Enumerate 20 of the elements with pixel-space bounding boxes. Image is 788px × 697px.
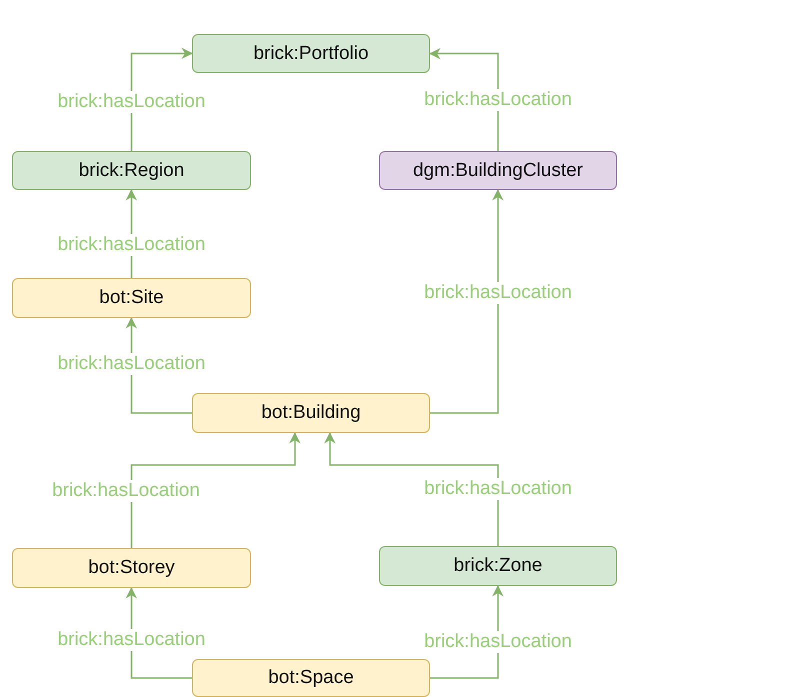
edge-label: brick:hasLocation: [56, 353, 206, 375]
edge-label: brick:hasLocation: [56, 91, 206, 113]
edge-label: brick:hasLocation: [423, 89, 573, 111]
class-box: brick:Portfolio: [192, 34, 430, 73]
edge-label: brick:hasLocation: [423, 282, 573, 304]
edge-label: brick:hasLocation: [51, 480, 201, 502]
edge-label: brick:hasLocation: [56, 234, 206, 256]
class-box: brick:Zone: [379, 546, 617, 586]
arrow: [130, 432, 301, 548]
class-box: bot:Storey: [12, 548, 251, 588]
edge-label: brick:hasLocation: [423, 478, 573, 500]
class-box: dgm:BuildingCluster: [379, 151, 617, 190]
arrow: [430, 189, 504, 414]
arrow: [324, 432, 499, 546]
edge-label: brick:hasLocation: [56, 629, 206, 651]
class-box: bot:Site: [12, 278, 251, 318]
edge-label: brick:hasLocation: [423, 631, 573, 653]
class-box: bot:Building: [192, 393, 430, 433]
class-box: bot:Space: [192, 659, 430, 697]
class-box: brick:Region: [12, 151, 251, 190]
